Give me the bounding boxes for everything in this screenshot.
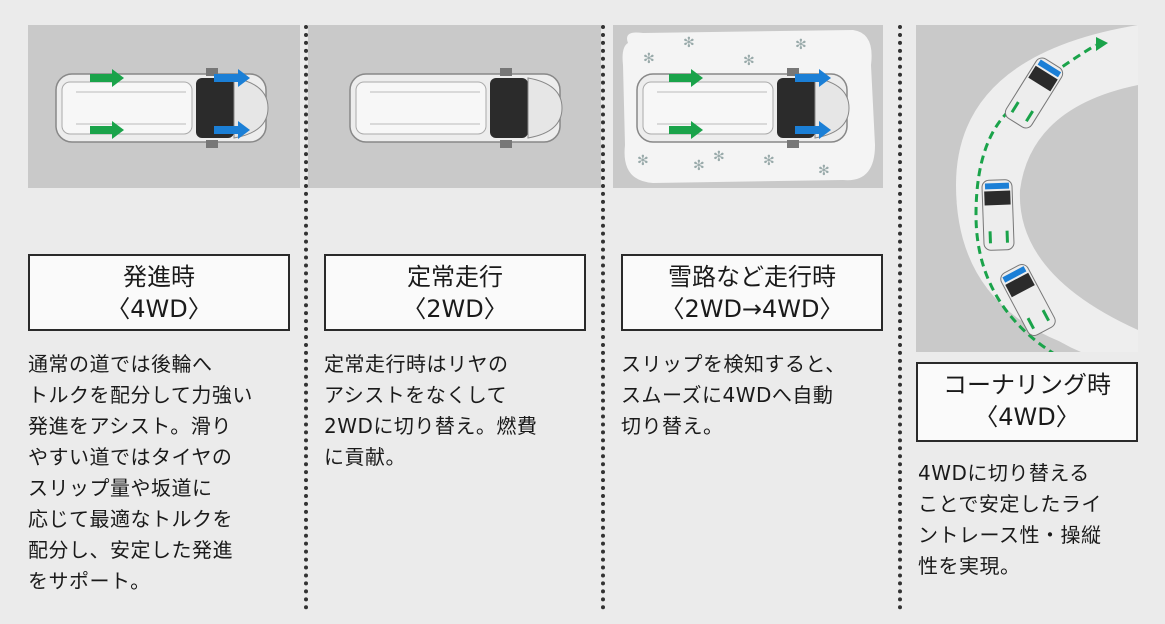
panel-title: 雪路など走行時 bbox=[668, 263, 836, 291]
panel-start-4wd: 発進時 〈4WD〉 通常の道では後輪へ トルクを配分して力強い 発進をアシスト。… bbox=[0, 0, 300, 624]
text-line: 応じて最適なトルクを bbox=[28, 507, 233, 531]
text-line: ことで安定したライ bbox=[918, 492, 1102, 516]
panel-title-box: コーナリング時 〈4WD〉 bbox=[916, 362, 1138, 442]
panel-description: 4WDに切り替える ことで安定したライ ントレース性・操縦 性を実現。 bbox=[918, 458, 1140, 582]
panel-mode: 〈4WD〉 bbox=[974, 403, 1080, 431]
panel-steady-2wd: 定常走行 〈2WD〉 定常走行時はリヤの アシストをなくして 2WDに切り替え。… bbox=[304, 0, 601, 624]
column-divider-1 bbox=[304, 25, 308, 610]
panel-title: コーナリング時 bbox=[943, 371, 1111, 399]
car-illustration-snow: ✻ ✻ ✻ ✻ ✻ ✻ ✻ ✻ ✻ bbox=[613, 25, 883, 188]
text-line: 定常走行時はリヤの bbox=[324, 352, 509, 376]
text-line: 切り替え。 bbox=[621, 414, 724, 438]
snowflake-icons: ✻ ✻ ✻ ✻ ✻ ✻ ✻ ✻ ✻ bbox=[637, 35, 830, 179]
panel-title-box: 発進時 〈4WD〉 bbox=[28, 254, 290, 331]
text-line: ントレース性・操縦 bbox=[918, 523, 1102, 547]
panel-snow-2wd-4wd: ✻ ✻ ✻ ✻ ✻ ✻ ✻ ✻ ✻ 雪路など走行時 〈2WD→4WD〉 スリップを検知すると… bbox=[601, 0, 898, 624]
text-line: に貢献。 bbox=[324, 445, 406, 469]
svg-text:✻: ✻ bbox=[763, 153, 775, 169]
panel-title: 定常走行 bbox=[407, 263, 503, 291]
blue-arrows bbox=[795, 69, 831, 139]
panel-description: 定常走行時はリヤの アシストをなくして 2WDに切り替え。燃費 に貢献。 bbox=[324, 349, 588, 473]
text-line: アシストをなくして bbox=[324, 383, 508, 407]
svg-text:✻: ✻ bbox=[683, 35, 695, 51]
panel-description: スリップを検知すると、 スムーズに4WDへ自動 切り替え。 bbox=[621, 349, 891, 442]
text-line: スリップ量や坂道に bbox=[28, 476, 213, 500]
column-divider-2 bbox=[601, 25, 605, 610]
green-arrows bbox=[90, 69, 124, 139]
panel-mode: 〈2WD〉 bbox=[402, 295, 508, 323]
text-line: 発進をアシスト。滑り bbox=[28, 414, 232, 438]
text-line: 4WDに切り替える bbox=[918, 461, 1090, 485]
car-illustration-cornering bbox=[916, 25, 1138, 352]
panel-title: 発進時 bbox=[123, 263, 195, 291]
text-line: トルクを配分して力強い bbox=[28, 383, 253, 407]
svg-text:✻: ✻ bbox=[643, 51, 655, 67]
text-line: 性を実現。 bbox=[918, 554, 1021, 578]
panel-mode: 〈4WD〉 bbox=[106, 295, 212, 323]
car-illustration-steady bbox=[308, 25, 601, 188]
svg-text:✻: ✻ bbox=[795, 37, 807, 53]
panel-title-box: 雪路など走行時 〈2WD→4WD〉 bbox=[621, 254, 883, 331]
panel-title-box: 定常走行 〈2WD〉 bbox=[324, 254, 586, 331]
text-line: 通常の道では後輪へ bbox=[28, 352, 213, 376]
panel-mode: 〈2WD→4WD〉 bbox=[660, 295, 844, 323]
text-line: 2WDに切り替え。燃費 bbox=[324, 414, 538, 438]
text-line: 配分し、安定した発進 bbox=[28, 538, 233, 562]
text-line: やすい道ではタイヤの bbox=[28, 445, 233, 469]
svg-text:✻: ✻ bbox=[713, 149, 725, 165]
panel-cornering-4wd: コーナリング時 〈4WD〉 4WDに切り替える ことで安定したライ ントレース性… bbox=[898, 0, 1165, 624]
svg-text:✻: ✻ bbox=[693, 158, 705, 174]
text-line: スムーズに4WDへ自動 bbox=[621, 383, 834, 407]
panel-description: 通常の道では後輪へ トルクを配分して力強い 発進をアシスト。滑り やすい道ではタ… bbox=[28, 349, 290, 597]
car-illustration-start bbox=[28, 25, 300, 188]
text-line: スリップを検知すると、 bbox=[621, 352, 846, 376]
svg-text:✻: ✻ bbox=[637, 153, 649, 169]
svg-text:✻: ✻ bbox=[818, 163, 830, 179]
blue-arrows bbox=[214, 69, 250, 139]
column-divider-3 bbox=[898, 25, 902, 610]
text-line: をサポート。 bbox=[28, 569, 151, 593]
green-arrows bbox=[669, 69, 703, 139]
svg-text:✻: ✻ bbox=[743, 53, 755, 69]
